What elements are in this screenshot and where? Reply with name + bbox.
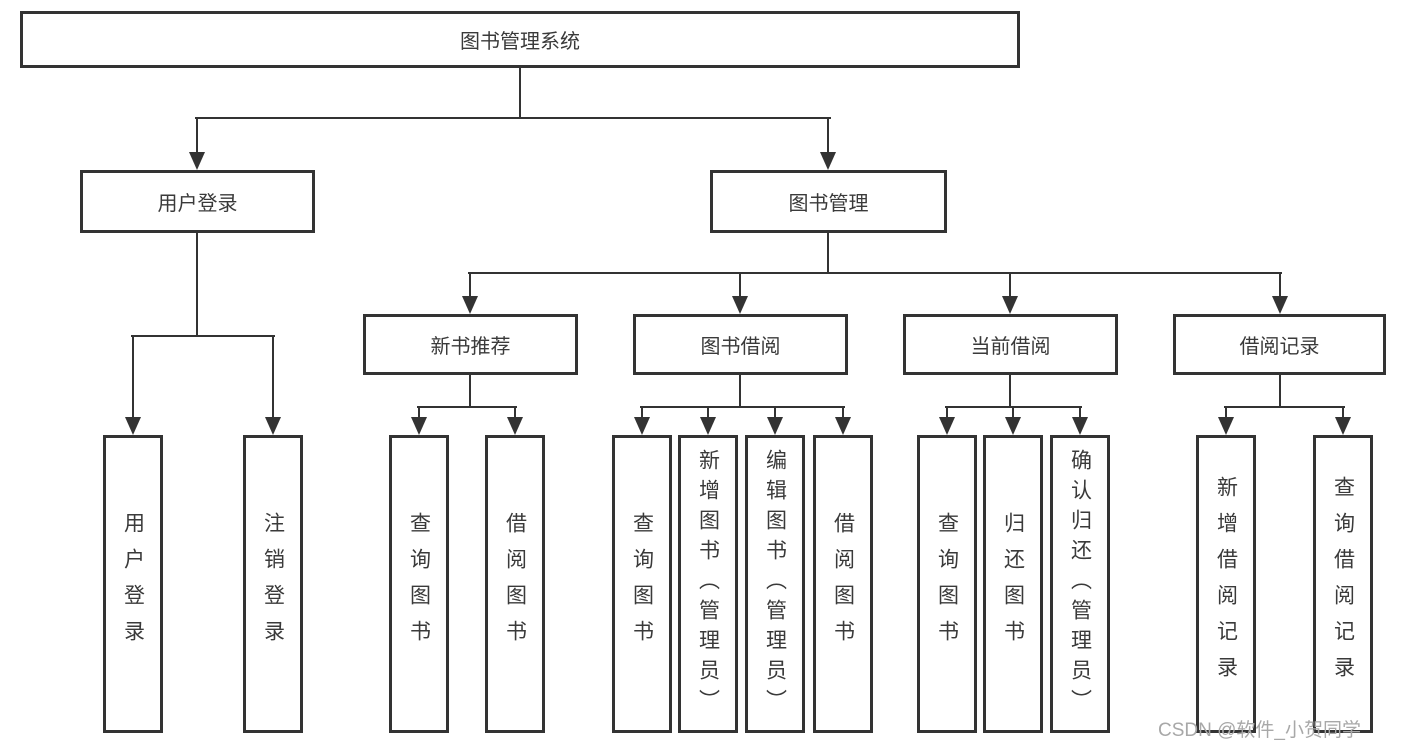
leaf-logout: 注销登录 bbox=[243, 435, 303, 733]
node-label: 查询图书 bbox=[935, 512, 959, 656]
leaf-query-books-current: 查询图书 bbox=[917, 435, 977, 733]
connector-line bbox=[707, 406, 709, 419]
connector-line bbox=[272, 335, 274, 419]
connector-line bbox=[827, 117, 829, 154]
leaf-query-books-borrow: 查询图书 bbox=[612, 435, 672, 733]
node-label: 确认归还（管理员） bbox=[1068, 449, 1092, 719]
node-label: 借阅图书 bbox=[831, 512, 855, 656]
leaf-query-borrow-record: 查询借阅记录 bbox=[1313, 435, 1373, 733]
connector-arrowhead bbox=[1335, 417, 1351, 435]
connector-line bbox=[469, 272, 471, 298]
node-label: 编辑图书（管理员） bbox=[763, 449, 787, 719]
connector-arrowhead bbox=[700, 417, 716, 435]
node-label: 新书推荐 bbox=[430, 336, 511, 358]
connector-line bbox=[1225, 406, 1227, 419]
connector-line bbox=[842, 406, 844, 419]
node-label: 新增图书（管理员） bbox=[696, 449, 720, 719]
node-label: 查询借阅记录 bbox=[1331, 476, 1355, 692]
connector-line bbox=[131, 335, 275, 337]
connector-line bbox=[739, 375, 741, 408]
connector-arrowhead bbox=[732, 296, 748, 314]
connector-arrowhead bbox=[820, 152, 836, 170]
node-label: 归还图书 bbox=[1001, 512, 1025, 656]
connector-line bbox=[417, 406, 517, 408]
leaf-edit-book-admin: 编辑图书（管理员） bbox=[745, 435, 805, 733]
connector-arrowhead bbox=[462, 296, 478, 314]
leaf-confirm-return-admin: 确认归还（管理员） bbox=[1050, 435, 1110, 733]
connector-line bbox=[195, 117, 831, 119]
connector-arrowhead bbox=[189, 152, 205, 170]
leaf-return-book: 归还图书 bbox=[983, 435, 1043, 733]
connector-arrowhead bbox=[507, 417, 523, 435]
connector-line bbox=[468, 272, 1282, 274]
connector-line bbox=[132, 335, 134, 419]
connector-line bbox=[640, 406, 845, 408]
connector-line bbox=[418, 406, 420, 419]
node-label: 借阅图书 bbox=[503, 512, 527, 656]
node-current-borrow: 当前借阅 bbox=[903, 314, 1118, 375]
connector-line bbox=[1342, 406, 1344, 419]
connector-arrowhead bbox=[1002, 296, 1018, 314]
node-borrow-records: 借阅记录 bbox=[1173, 314, 1386, 375]
connector-arrowhead bbox=[1218, 417, 1234, 435]
leaf-borrow-books: 借阅图书 bbox=[813, 435, 873, 733]
connector-line bbox=[641, 406, 643, 419]
leaf-add-book-admin: 新增图书（管理员） bbox=[678, 435, 738, 733]
node-new-book-recommend: 新书推荐 bbox=[363, 314, 578, 375]
connector-arrowhead bbox=[411, 417, 427, 435]
connector-arrowhead bbox=[835, 417, 851, 435]
connector-arrowhead bbox=[767, 417, 783, 435]
node-label: 用户登录 bbox=[157, 193, 238, 215]
csdn-watermark: CSDN @软件_小贺同学 bbox=[1158, 720, 1361, 741]
connector-line bbox=[469, 375, 471, 408]
connector-line bbox=[827, 233, 829, 274]
leaf-user-login: 用户登录 bbox=[103, 435, 163, 733]
node-label: 查询图书 bbox=[407, 512, 431, 656]
connector-line bbox=[1224, 406, 1345, 408]
leaf-query-books-recommend: 查询图书 bbox=[389, 435, 449, 733]
connector-line bbox=[1012, 406, 1014, 419]
connector-arrowhead bbox=[634, 417, 650, 435]
node-label: 图书管理 bbox=[788, 193, 869, 215]
connector-line bbox=[774, 406, 776, 419]
node-label: 用户登录 bbox=[121, 512, 145, 656]
connector-arrowhead bbox=[125, 417, 141, 435]
connector-line bbox=[1279, 272, 1281, 298]
node-label: 图书借阅 bbox=[700, 336, 781, 358]
connector-line bbox=[514, 406, 516, 419]
leaf-borrow-books-recommend: 借阅图书 bbox=[485, 435, 545, 733]
node-book-management-system: 图书管理系统 bbox=[20, 11, 1020, 68]
connector-line bbox=[1009, 375, 1011, 408]
connector-arrowhead bbox=[265, 417, 281, 435]
node-book-borrow: 图书借阅 bbox=[633, 314, 848, 375]
connector-arrowhead bbox=[1005, 417, 1021, 435]
connector-line bbox=[196, 233, 198, 337]
connector-line bbox=[739, 272, 741, 298]
leaf-add-borrow-record: 新增借阅记录 bbox=[1196, 435, 1256, 733]
connector-line bbox=[519, 68, 521, 119]
node-label: 注销登录 bbox=[261, 512, 285, 656]
connector-line bbox=[1279, 375, 1281, 408]
node-label: 当前借阅 bbox=[970, 336, 1051, 358]
node-label: 新增借阅记录 bbox=[1214, 476, 1238, 692]
node-label: 借阅记录 bbox=[1239, 336, 1320, 358]
connector-line bbox=[1009, 272, 1011, 298]
node-label: 图书管理系统 bbox=[460, 31, 580, 53]
connector-line bbox=[1079, 406, 1081, 419]
connector-line bbox=[196, 117, 198, 154]
node-label: 查询图书 bbox=[630, 512, 654, 656]
connector-arrowhead bbox=[1272, 296, 1288, 314]
node-book-management: 图书管理 bbox=[710, 170, 947, 233]
node-user-login: 用户登录 bbox=[80, 170, 315, 233]
connector-arrowhead bbox=[939, 417, 955, 435]
connector-arrowhead bbox=[1072, 417, 1088, 435]
connector-line bbox=[946, 406, 948, 419]
